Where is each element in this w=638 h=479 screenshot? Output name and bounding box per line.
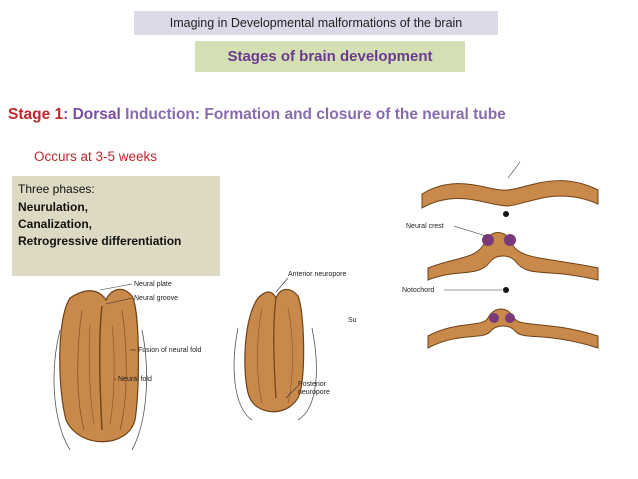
timing-text: Occurs at 3-5 weeks <box>34 149 158 164</box>
label-fusion: Fusion of neural fold <box>138 347 202 354</box>
label-posterior-2: neuropore <box>298 389 330 396</box>
label-partial: Su <box>348 317 357 324</box>
section-top <box>421 180 599 209</box>
neural-tube-cross-sections: Neural crest Notochord <box>402 161 599 349</box>
neural-plate-illustration: Neural plate Neural groove Fusion of neu… <box>53 281 202 451</box>
stage-separator: : <box>63 106 73 123</box>
neural-tube-closure-illustration: Anterior neuropore Su Posterior neuropor… <box>233 271 357 421</box>
neural-groove <box>98 305 103 431</box>
label-notochord: Notochord <box>402 287 434 294</box>
stage-number: Stage 1 <box>8 106 64 123</box>
phase-item: Neurulation, <box>18 200 89 214</box>
label-neural-fold: Neural fold <box>118 376 152 383</box>
notochord-dot <box>503 211 509 217</box>
label-neural-crest: Neural crest <box>406 223 444 230</box>
label-anterior-neuropore: Anterior neuropore <box>288 271 346 278</box>
presentation-banner: Imaging in Developmental malformations o… <box>134 11 498 35</box>
label-neural-groove: Neural groove <box>134 295 178 302</box>
section-bottom <box>427 308 599 349</box>
label-neural-plate: Neural plate <box>134 281 172 288</box>
phases-intro: Three phases: <box>18 182 95 196</box>
stage-heading: Stage 1: Dorsal Induction: Formation and… <box>8 106 506 124</box>
label-posterior-1: Posterior <box>298 381 327 388</box>
stage-dorsal: Dorsal <box>72 106 121 123</box>
stage-description: Induction: Formation and closure of the … <box>120 106 506 123</box>
phase-item: Retrogressive differentiation <box>18 234 182 248</box>
section-title: Stages of brain development <box>195 41 465 72</box>
phases-box: Three phases: Neurulation, Canalization,… <box>12 176 220 276</box>
phase-item: Canalization, <box>18 217 93 231</box>
